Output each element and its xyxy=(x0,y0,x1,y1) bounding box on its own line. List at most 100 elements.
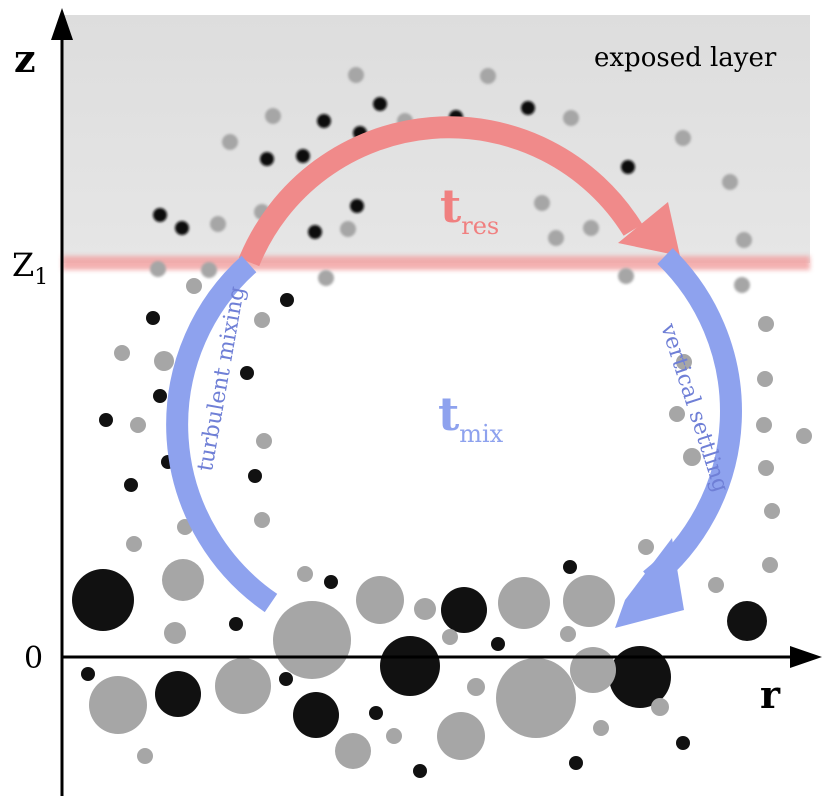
mixing-arrow xyxy=(166,248,742,628)
light-particle xyxy=(273,601,351,679)
light-particle xyxy=(651,698,669,716)
light-particle xyxy=(356,576,404,624)
light-particle xyxy=(734,277,750,293)
light-particle xyxy=(736,232,752,248)
t-res-main: t xyxy=(440,179,462,233)
z1-label: Z1 xyxy=(12,246,48,290)
light-particle xyxy=(164,622,186,644)
light-particle xyxy=(758,316,774,332)
dark-particle xyxy=(153,208,167,222)
dark-particle xyxy=(621,160,635,174)
light-particle xyxy=(154,351,174,371)
axes xyxy=(51,8,822,796)
dark-particle xyxy=(153,389,167,403)
light-particle xyxy=(215,658,271,714)
light-particle xyxy=(126,536,142,552)
r-axis-arrowhead xyxy=(790,646,822,668)
dark-particle xyxy=(175,221,189,235)
light-particle xyxy=(570,647,616,693)
light-particle xyxy=(796,428,812,444)
dark-particle xyxy=(491,637,505,651)
light-particle xyxy=(762,557,778,573)
light-particle xyxy=(340,221,356,237)
light-particle xyxy=(722,174,738,190)
light-particle xyxy=(254,512,270,528)
dark-particle xyxy=(324,575,338,589)
t-res-sub: res xyxy=(461,212,499,240)
light-particle xyxy=(210,216,226,232)
light-particle xyxy=(563,110,579,126)
light-particle xyxy=(534,195,550,211)
dark-particle xyxy=(413,764,427,778)
light-particle xyxy=(675,130,691,146)
light-particle xyxy=(480,68,496,84)
dark-particle xyxy=(240,366,254,380)
particles xyxy=(72,67,812,778)
z1-label-sub: 1 xyxy=(34,265,48,290)
light-particle xyxy=(442,629,458,645)
light-particle xyxy=(563,575,615,627)
dark-particle xyxy=(350,199,364,213)
light-particle xyxy=(386,728,402,744)
light-particle xyxy=(265,108,281,124)
light-particle xyxy=(669,406,685,422)
dark-particle xyxy=(521,101,535,115)
dark-particle xyxy=(72,569,134,631)
settling-arrowhead xyxy=(615,538,684,628)
light-particle xyxy=(186,278,202,294)
dark-particle xyxy=(373,97,387,111)
t-mix-label: tmix xyxy=(438,387,504,448)
light-particle xyxy=(638,539,654,555)
light-particle xyxy=(496,658,576,738)
dark-particle xyxy=(727,601,767,641)
light-particle xyxy=(162,559,204,601)
dark-particle xyxy=(563,560,577,574)
dark-particle xyxy=(146,311,160,325)
dark-particle xyxy=(260,152,274,166)
light-particle xyxy=(498,577,550,629)
r-axis-label: r xyxy=(760,672,781,717)
light-particle xyxy=(150,261,166,277)
dark-particle xyxy=(308,225,322,239)
light-particle xyxy=(297,566,313,582)
dark-particle xyxy=(99,413,113,427)
mixing-arrow-right-shaft xyxy=(643,248,742,589)
light-particle xyxy=(708,577,724,593)
light-particle xyxy=(89,676,147,734)
dark-particle xyxy=(280,293,294,307)
dark-particle xyxy=(441,587,487,633)
light-particle xyxy=(348,67,364,83)
dark-particle xyxy=(81,667,95,681)
light-particle xyxy=(756,417,772,433)
light-particle xyxy=(618,268,634,284)
residence-arrowhead xyxy=(618,202,680,256)
light-particle xyxy=(437,712,485,760)
light-particle xyxy=(114,345,130,361)
dark-particle xyxy=(155,671,201,717)
light-particle xyxy=(560,626,576,642)
dark-particle xyxy=(124,478,138,492)
z1-label-main: Z xyxy=(12,246,34,284)
light-particle xyxy=(222,134,238,150)
residence-arrow-shaft xyxy=(238,116,643,267)
residence-arrow xyxy=(238,116,680,267)
exposed-layer-label: exposed layer xyxy=(594,43,777,73)
light-particle xyxy=(683,448,701,466)
dark-particle xyxy=(248,469,262,483)
dark-particle xyxy=(229,617,243,631)
light-particle xyxy=(201,262,217,278)
light-particle xyxy=(414,598,436,620)
z1-boundary-line xyxy=(62,256,810,270)
mixing-arrow-left-shaft xyxy=(166,255,278,613)
dark-particle xyxy=(569,756,583,770)
dark-particle xyxy=(279,672,293,686)
t-mix-main: t xyxy=(438,387,460,441)
z-axis-arrowhead xyxy=(51,8,73,40)
dark-particle xyxy=(296,149,310,163)
t-mix-sub: mix xyxy=(459,420,503,448)
t-res-label: tres xyxy=(440,179,499,240)
light-particle xyxy=(583,220,599,236)
light-particle xyxy=(758,460,774,476)
dark-particle xyxy=(293,692,339,738)
